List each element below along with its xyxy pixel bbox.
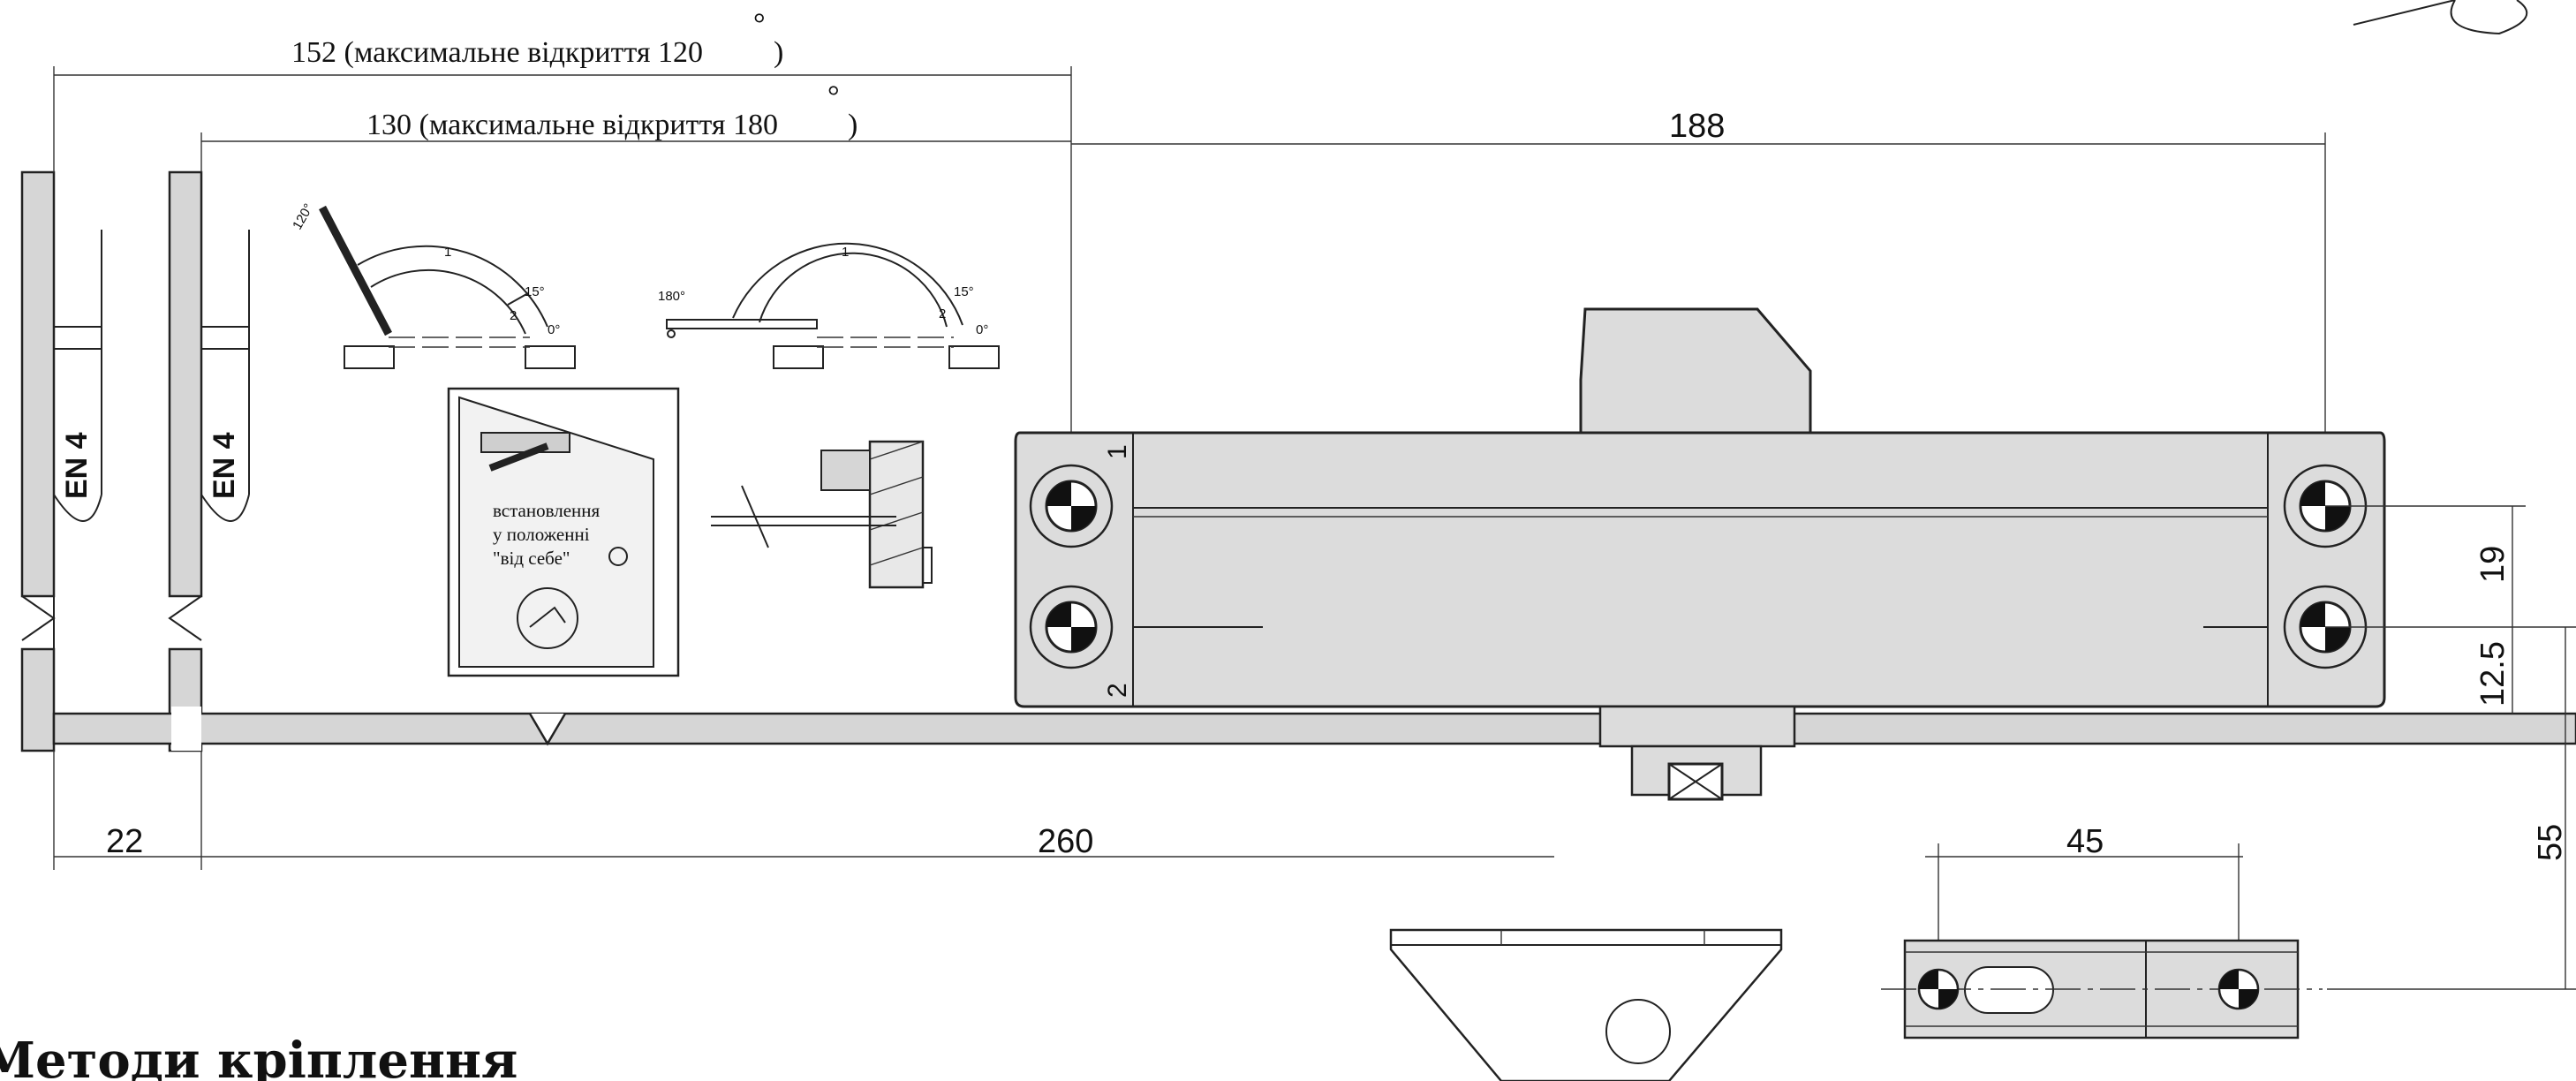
diagram120-zone2: 2 (510, 308, 517, 323)
door-class-label-right: EN 4 (208, 432, 241, 499)
door-panel-right: EN 4 (168, 170, 250, 752)
diagram120-latch-angle: 15° (525, 284, 545, 299)
door-frame-bar (52, 707, 2576, 751)
dimension-12-5-label: 12.5 (2474, 641, 2512, 707)
dimension-19-label: 19 (2474, 546, 2512, 583)
door-class-label-left: EN 4 (60, 432, 94, 499)
mounting-section-detail (711, 440, 933, 589)
installation-note-line3: "від себе" (493, 548, 570, 569)
dimension-130-close: ) (848, 109, 857, 141)
dimension-22: 22 (53, 751, 201, 870)
closer-position-1: 1 (1103, 444, 1132, 459)
section-heading: Методи кріплення (0, 1032, 517, 1081)
installation-note-line2: у положенні (493, 524, 590, 545)
dimension-55-label: 55 (2532, 824, 2569, 861)
diagram120-open-angle: 120° (290, 201, 316, 232)
dimension-152: 152 (максимальне відкриття 120 ° ) (53, 8, 1071, 172)
diagram180-open-angle: 180° (658, 289, 685, 304)
diagram180-closed-angle: 0° (976, 322, 988, 337)
dimension-22-label: 22 (106, 823, 143, 860)
dimension-188-label: 188 (1669, 108, 1725, 145)
diagram120-zone1: 1 (444, 245, 451, 260)
opening-diagram-180: 180° 1 2 15° 0° (658, 242, 1000, 369)
dimension-45-label: 45 (2066, 823, 2104, 860)
dimension-12-5: 12.5 (2474, 627, 2513, 714)
closer-hole-top-left (1029, 464, 1114, 548)
dimension-152-close: ) (774, 36, 783, 69)
mounting-bracket-top-view (1881, 939, 2323, 1039)
closer-position-2: 2 (1103, 683, 1132, 698)
installation-note-line1: встановлення (493, 500, 601, 521)
dimension-188: 188 (1070, 66, 2326, 499)
door-panel-left: EN 4 (20, 170, 102, 752)
diagram180-zone2: 2 (939, 306, 946, 321)
dimension-130-label: 130 (максимальне відкриття 180 (366, 109, 778, 141)
closer-hole-bottom-left (1029, 585, 1114, 669)
dimension-130: 130 (максимальне відкриття 180 ° ) (200, 80, 1071, 172)
dimension-55: 55 (2327, 627, 2576, 990)
dimension-152-degree: ° (753, 8, 766, 41)
dimension-260: 260 (200, 751, 1554, 870)
diagram120-closed-angle: 0° (548, 322, 560, 337)
installation-push-side-box: встановлення у положенні "від себе" (447, 387, 680, 677)
dimension-152-label: 152 (максимальне відкриття 120 (291, 36, 703, 69)
corner-fan-icon (2353, 0, 2528, 35)
opening-diagram-120: 120° 1 2 15° 0° (290, 201, 576, 369)
closer-body: 1 2 (1014, 307, 2386, 801)
diagram180-latch-angle: 15° (954, 284, 974, 299)
dimension-19: 19 (2325, 505, 2576, 628)
diagram180-zone1: 1 (842, 245, 849, 260)
dimension-130-degree: ° (827, 80, 840, 113)
dimension-260-label: 260 (1038, 823, 1093, 860)
mounting-bracket-side-view (1389, 928, 1783, 1081)
